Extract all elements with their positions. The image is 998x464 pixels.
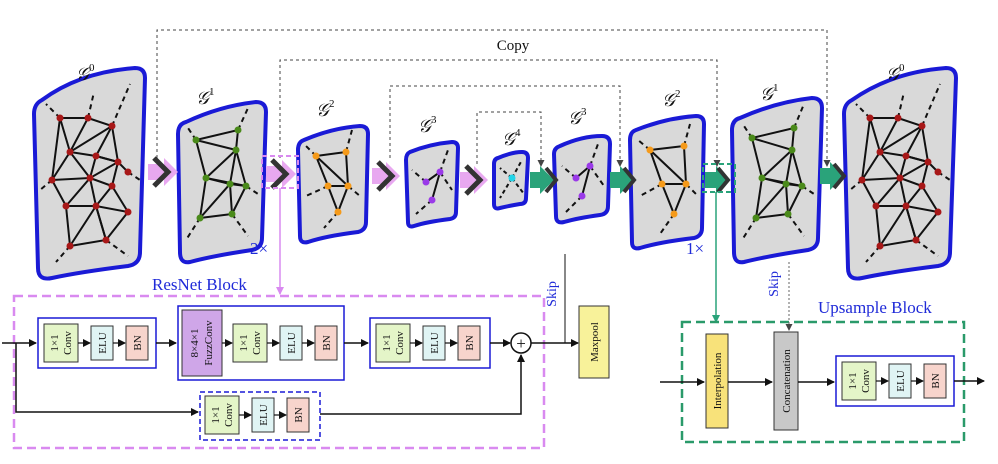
svg-text:Conv: Conv — [223, 403, 235, 427]
bn-module: BN — [923, 363, 947, 399]
graph-label: 𝒢 — [662, 90, 678, 110]
graph-panel-g0-right: 𝒢 0 — [841, 62, 959, 281]
interpolation-module: Interpolation — [705, 333, 729, 429]
copy-connections — [156, 29, 831, 167]
concatenation-module: Concatenation — [773, 331, 799, 431]
bn-module: BN — [314, 325, 338, 361]
graph-superscript: 2 — [329, 98, 335, 110]
svg-text:8×4×1: 8×4×1 — [189, 329, 201, 358]
resnet-block-title: ResNet Block — [152, 275, 247, 294]
graph-superscript: 4 — [515, 127, 521, 139]
graph-label: 𝒢 — [76, 64, 92, 84]
svg-text:Conv: Conv — [62, 331, 74, 355]
elu-module: ELU — [90, 325, 114, 361]
upsample-arrow — [705, 166, 731, 194]
downsample-arrow — [460, 164, 488, 196]
svg-text:1×1: 1×1 — [381, 334, 393, 351]
graph-panel-g3-left: 𝒢 3 — [403, 114, 461, 229]
resnet-highlight-box — [261, 155, 299, 189]
copy-label: Copy — [497, 38, 530, 54]
add-node: + — [510, 332, 532, 354]
graph-superscript: 3 — [431, 114, 437, 126]
svg-text:BN: BN — [132, 335, 144, 350]
graph-panel-g0-left: 𝒢 0 — [31, 62, 148, 281]
graph-label: 𝒢 — [886, 64, 902, 84]
graph-superscript: 1 — [209, 86, 215, 98]
svg-text:Conv: Conv — [251, 331, 263, 355]
svg-text:+: + — [516, 334, 526, 353]
repeat-1x-label: 1× — [686, 239, 704, 258]
repeat-2x-label: 2× — [250, 239, 268, 258]
upsample-arrow — [820, 162, 847, 190]
svg-text:Interpolation: Interpolation — [712, 352, 724, 409]
skip-label-right: Skip — [767, 271, 782, 297]
graph-panel-g3-right: 𝒢 3 — [551, 106, 613, 225]
svg-text:1×1: 1×1 — [49, 334, 61, 351]
elu-module: ELU — [422, 325, 446, 361]
upsample-highlight-box — [702, 163, 736, 193]
graph-label: 𝒢 — [502, 129, 518, 149]
resnet-block: ResNet Block 1×1 Conv ELU BN 8×4×1 FuzzC… — [2, 254, 610, 450]
maxpool-module: Maxpool — [578, 305, 610, 379]
svg-text:Conv: Conv — [394, 331, 406, 355]
elu-module: ELU — [888, 363, 912, 399]
svg-text:Maxpool: Maxpool — [589, 322, 601, 362]
svg-text:Conv: Conv — [860, 369, 872, 393]
graph-superscript: 1 — [773, 82, 779, 94]
graph-superscript: 3 — [581, 106, 587, 118]
graph-superscript: 2 — [675, 88, 681, 100]
elu-module: ELU — [279, 325, 303, 361]
graph-panel-g1-right: 𝒢 1 — [729, 82, 825, 265]
downsample-arrows — [148, 156, 488, 196]
svg-text:ELU: ELU — [429, 332, 441, 353]
graph-label: 𝒢 — [316, 100, 332, 120]
conv-module: 1×1 Conv — [204, 395, 240, 435]
bn-module: BN — [286, 397, 310, 433]
graph-panel-g1-left: 𝒢 1 — [175, 86, 269, 265]
svg-text:Concatenation: Concatenation — [781, 349, 793, 413]
resnet-block-border — [12, 294, 546, 450]
fuzzconv-module: 8×4×1 FuzzConv — [181, 309, 223, 377]
downsample-arrow — [148, 156, 178, 188]
upsample-arrows — [530, 162, 847, 194]
elu-module: ELU — [251, 397, 275, 433]
conv-module: 1×1 Conv — [841, 361, 877, 401]
svg-text:ELU: ELU — [97, 332, 109, 353]
svg-text:FuzzConv: FuzzConv — [203, 320, 215, 366]
svg-text:1×1: 1×1 — [847, 372, 859, 389]
graph-label: 𝒢 — [568, 108, 584, 128]
skip-label-left: Skip — [545, 281, 560, 307]
upsample-block: Upsample Block Interpolation Concatenati… — [660, 262, 985, 444]
downsample-arrow — [266, 158, 296, 190]
bn-module: BN — [125, 325, 149, 361]
graph-label: 𝒢 — [418, 116, 434, 136]
graph-label: 𝒢 — [196, 88, 212, 108]
conv-module: 1×1 Conv — [43, 323, 79, 363]
graph-superscript: 0 — [899, 62, 905, 74]
graph-panel-g2-left: 𝒢 2 — [295, 98, 371, 245]
svg-text:ELU: ELU — [895, 370, 907, 391]
graph-panel-g2-right: 𝒢 2 — [627, 88, 707, 251]
svg-text:ELU: ELU — [286, 332, 298, 353]
svg-text:BN: BN — [321, 335, 333, 350]
upsample-arrow — [530, 166, 559, 194]
svg-text:ELU: ELU — [258, 404, 270, 425]
svg-text:BN: BN — [464, 335, 476, 350]
bn-module: BN — [457, 325, 481, 361]
upsample-block-title: Upsample Block — [818, 298, 932, 317]
graph-label: 𝒢 — [760, 84, 776, 104]
svg-text:1×1: 1×1 — [238, 334, 250, 351]
graph-panel-g4: 𝒢 4 — [492, 127, 531, 211]
svg-text:BN: BN — [930, 373, 942, 388]
svg-text:1×1: 1×1 — [210, 406, 222, 423]
upsample-arrow — [610, 166, 637, 194]
conv-module: 1×1 Conv — [375, 323, 411, 363]
downsample-arrow — [372, 160, 400, 192]
conv-module: 1×1 Conv — [232, 323, 268, 363]
graph-superscript: 0 — [89, 62, 95, 74]
svg-text:BN: BN — [293, 407, 305, 422]
